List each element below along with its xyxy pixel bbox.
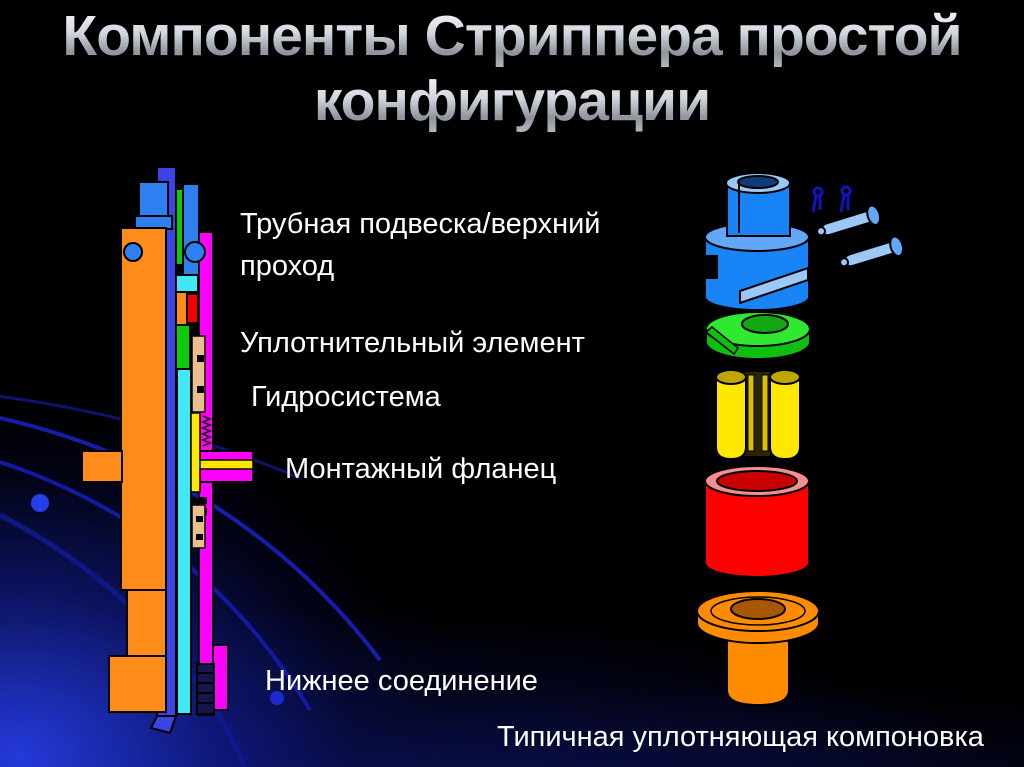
lock-pin	[816, 204, 882, 237]
orange-flange-arm	[81, 450, 123, 483]
slide-title: Компоненты Стриппера простой конфигураци…	[0, 4, 1024, 134]
caption-typical-assembly: Типичная уплотняющая компоновка	[497, 721, 984, 753]
bolt-hole	[123, 242, 143, 262]
red-packer-cylinder	[704, 465, 810, 578]
exploded-group	[696, 172, 905, 707]
cross-section-group	[81, 166, 254, 735]
background-dot	[270, 691, 284, 705]
yellow-hydraulic-strip	[190, 412, 201, 493]
orange-foot	[108, 655, 167, 713]
green-seal-ring	[704, 311, 811, 360]
label-tubing-hanger: Трубная подвеска/верхний проход	[240, 208, 601, 282]
label-hydraulic-system: Гидросистема	[251, 381, 441, 413]
swoosh-line	[0, 416, 382, 662]
orange-bottom-connector	[696, 590, 820, 707]
label-mounting-flange: Монтажный фланец	[285, 453, 557, 485]
lock-pin	[839, 235, 905, 268]
upper-blue-insert	[182, 183, 206, 276]
slide-title-line-1: Компоненты Стриппера простой	[0, 4, 1024, 69]
yellow-split-sleeve	[715, 369, 801, 461]
label-bottom-connection: Нижнее соединение	[265, 665, 538, 697]
cotter-pins	[811, 185, 852, 213]
threaded-plug	[196, 663, 215, 715]
slide-title-line-2: конфигурации	[0, 69, 1024, 134]
background-dot	[31, 494, 49, 512]
blue-top-cap	[134, 181, 173, 230]
orange-body-column	[81, 227, 167, 713]
label-seal-element: Уплотнительный элемент	[240, 327, 585, 359]
red-seal-strip	[186, 293, 199, 324]
blue-top-adapter	[704, 172, 810, 311]
tan-internal-parts	[191, 335, 207, 549]
thread-zigzag	[201, 415, 212, 447]
